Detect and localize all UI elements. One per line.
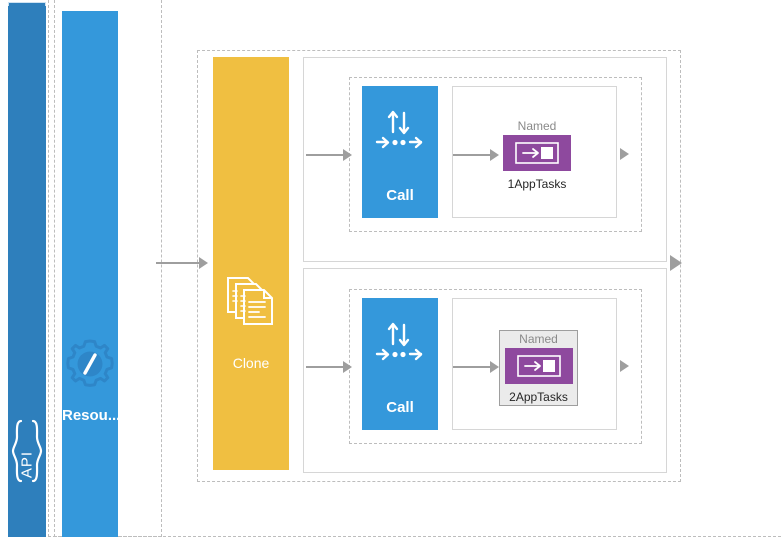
connector-call-2-to-named-2 (453, 366, 493, 368)
clone-lane[interactable]: Clone (213, 57, 289, 470)
call-box-1[interactable]: Call (362, 86, 438, 218)
call-exchange-icon (369, 108, 431, 158)
connector-call-1-to-named-1 (453, 154, 493, 156)
arrowhead-clone-to-call-1 (343, 149, 352, 161)
call-box-2-label: Call (386, 399, 414, 416)
arrow-into-box-icon (504, 348, 573, 384)
connector-api-to-clone (156, 262, 202, 264)
arrowhead-named-2-exit (620, 360, 629, 372)
arrowhead-api-to-clone (199, 257, 208, 269)
named-node-1-caption: Named (517, 119, 557, 133)
call-box-2[interactable]: Call (362, 298, 438, 430)
api-lane[interactable]: API (8, 2, 46, 537)
arrowhead-clone-to-call-2 (343, 361, 352, 373)
call-box-1-label: Call (386, 187, 414, 204)
named-node-1[interactable]: Named 1AppTasks (500, 118, 574, 192)
copy-documents-icon (220, 272, 282, 334)
connector-clone-to-call-1 (306, 154, 346, 156)
arrowhead-call-2-to-named-2 (490, 361, 499, 373)
api-braces-icon (11, 419, 43, 483)
named-node-2-name: 2AppTasks (509, 390, 568, 404)
clone-lane-label: Clone (232, 355, 270, 371)
connector-clone-to-call-2 (306, 366, 346, 368)
arrowhead-named-1-exit (620, 148, 629, 160)
arrowhead-call-1-to-named-1 (490, 149, 499, 161)
gear-slash-icon (62, 336, 118, 392)
named-node-2-caption: Named (519, 332, 558, 346)
named-node-2[interactable]: Named 2AppTasks (499, 330, 578, 406)
resource-lane[interactable]: Resou... (62, 11, 121, 537)
named-node-1-name: 1AppTasks (507, 177, 567, 191)
arrowhead-branches-merge-exit (670, 255, 682, 271)
resource-lane-label: Resou... (62, 407, 121, 424)
arrow-into-box-icon (503, 135, 571, 171)
selection-handles (8, 2, 46, 6)
call-exchange-icon (369, 320, 431, 370)
